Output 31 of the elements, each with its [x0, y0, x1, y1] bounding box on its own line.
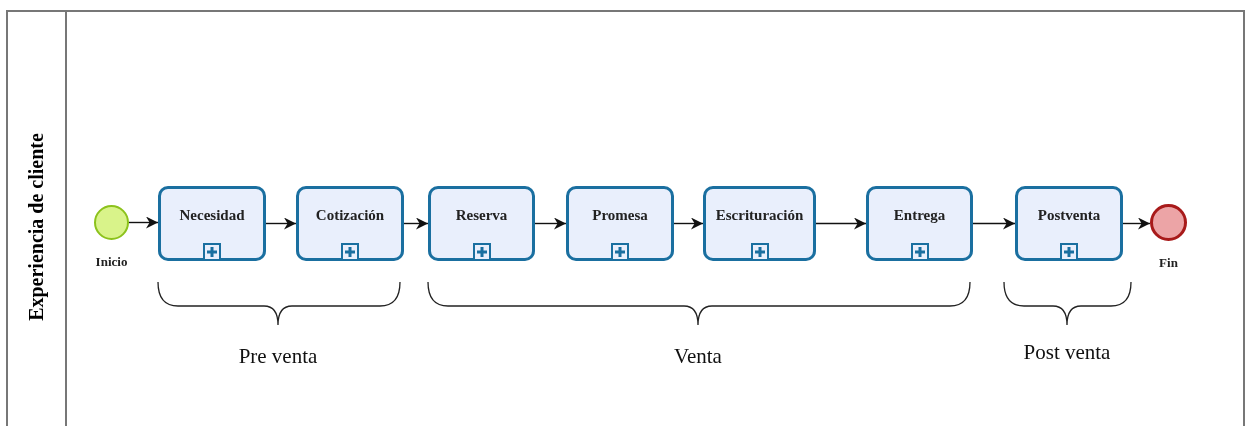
- task-label: Reserva: [454, 207, 509, 224]
- subprocess-box: [428, 186, 535, 261]
- task-label: Cotización: [314, 207, 386, 224]
- subprocess-box: [1015, 186, 1123, 261]
- task-label: Promesa: [591, 207, 649, 224]
- end-event: [1150, 204, 1187, 241]
- sequence-arrow: [265, 217, 297, 230]
- sequence-arrow: [673, 217, 704, 230]
- task-label: Postventa: [1036, 207, 1102, 224]
- sequence-arrow: [815, 217, 867, 230]
- event-label: Inicio: [94, 254, 129, 270]
- subprocess-box: [703, 186, 816, 261]
- subprocess-box: [296, 186, 404, 261]
- subprocess-box: [158, 186, 266, 261]
- pool: [6, 10, 1245, 426]
- phase-label: Pre venta: [237, 344, 319, 369]
- sequence-arrow: [403, 217, 429, 230]
- pool-label: Experiencia de cliente: [24, 133, 48, 321]
- start-event: [94, 205, 129, 240]
- sequence-arrow: [972, 217, 1016, 230]
- sequence-arrow: [128, 216, 159, 229]
- subprocess-box: [566, 186, 674, 261]
- sequence-arrow: [534, 217, 567, 230]
- phase-label: Venta: [673, 344, 723, 369]
- phase-label: Post venta: [1022, 340, 1112, 365]
- event-label: Fin: [1158, 255, 1179, 271]
- subprocess-box: [866, 186, 973, 261]
- task-label: Necesidad: [178, 207, 246, 224]
- sequence-arrow: [1122, 217, 1151, 230]
- task-label: Entrega: [892, 207, 947, 224]
- task-label: Escrituración: [714, 207, 805, 224]
